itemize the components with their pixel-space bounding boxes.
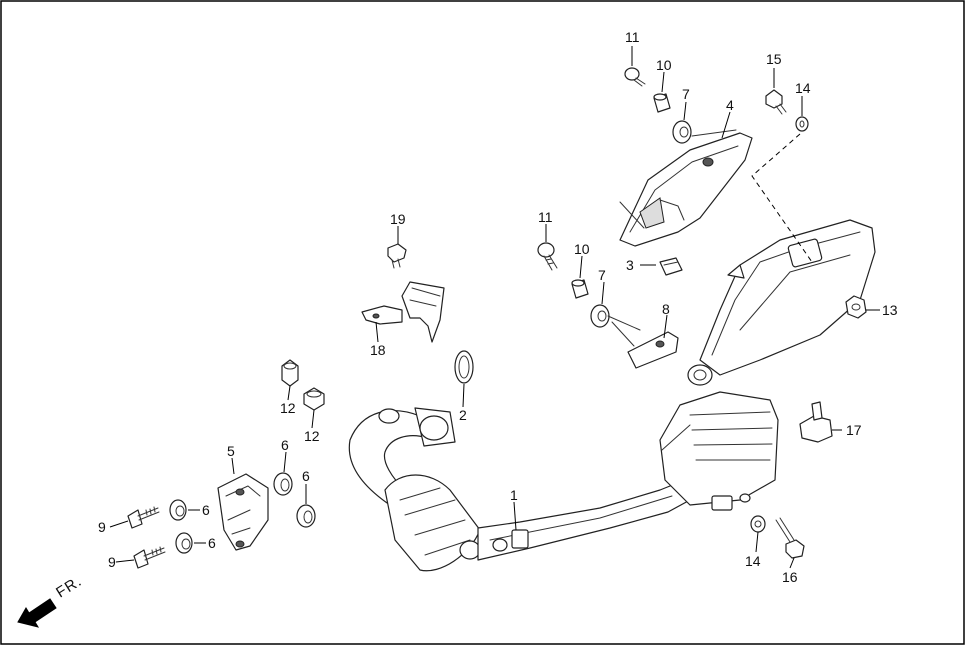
callout-6-upper-left: 6: [202, 502, 210, 518]
front-label: FR.: [53, 573, 85, 602]
callout-2: 2: [459, 407, 467, 423]
callout-14-lower: 14: [745, 553, 761, 569]
bolt-part-19: [387, 243, 407, 269]
callout-11-lower: 11: [538, 209, 553, 225]
callout-12-right: 12: [304, 428, 320, 444]
callout-14-upper: 14: [795, 80, 811, 96]
washer-part-14-b: [750, 515, 766, 533]
callout-15: 15: [766, 51, 782, 67]
callout-7-upper: 7: [682, 86, 690, 102]
callout-6-lower-left: 6: [208, 535, 216, 551]
grommet-part-6-d: [296, 504, 316, 528]
callout-8: 8: [662, 301, 670, 317]
callout-10-upper: 10: [656, 57, 672, 73]
leader-lines: [109, 46, 880, 569]
sensor-part-17: [799, 401, 833, 443]
bolt-part-15: [765, 89, 787, 115]
callout-19: 19: [390, 211, 406, 227]
callout-numbers: 11 10 7 4 15 14 11 10 7 3 8 13 19 18 2 1…: [98, 29, 898, 585]
front-arrow-icon: [17, 598, 57, 628]
bolt-part-9-b: [133, 546, 166, 569]
front-direction-indicator: FR.: [17, 573, 85, 628]
callout-1: 1: [510, 487, 518, 503]
callout-18: 18: [370, 342, 386, 358]
grommet-part-7-b: [590, 304, 610, 328]
clip-part-3: [659, 257, 683, 276]
bolt-part-9-a: [127, 506, 160, 529]
callout-7-lower: 7: [598, 267, 606, 283]
screw-part-11-b: [537, 242, 558, 271]
callout-6-lower-right: 6: [302, 468, 310, 484]
callout-3: 3: [626, 257, 634, 273]
callout-11-upper: 11: [625, 29, 640, 45]
heat-shield-part-4: [619, 132, 753, 247]
callout-16: 16: [782, 569, 798, 585]
callout-17: 17: [846, 422, 862, 438]
washer-part-14-a: [795, 116, 809, 132]
callout-4: 4: [726, 97, 734, 113]
nut-part-12-b: [303, 387, 325, 411]
nut-part-12-a: [281, 359, 299, 387]
muffler-silencer: [687, 219, 876, 386]
callout-10-lower: 10: [574, 241, 590, 257]
callout-6-upper-right: 6: [281, 437, 289, 453]
collar-part-10-a: [653, 93, 671, 113]
heat-shield-bracket-part-18: [361, 281, 445, 343]
rear-silencer-body: [659, 391, 779, 511]
assembly-line-7-4: [619, 129, 737, 229]
flange-nut-part-13: [845, 295, 867, 319]
grommet-part-6-b: [175, 532, 193, 554]
assembly-line-7-8: [607, 315, 641, 347]
exhaust-pipe-part-1: [348, 407, 691, 572]
bolt-part-16: [775, 517, 805, 559]
callout-13: 13: [882, 302, 898, 318]
assembly-line-upper: [751, 133, 813, 263]
grommet-part-6-a: [169, 499, 187, 521]
grommet-part-7-a: [672, 120, 692, 144]
screw-part-11-a: [624, 67, 646, 87]
bracket-part-8: [627, 331, 679, 369]
grommet-part-6-c: [273, 472, 293, 496]
callout-9-lower: 9: [108, 554, 116, 570]
lower-protector-part-5: [217, 473, 269, 551]
callout-5: 5: [227, 443, 235, 459]
collar-part-10-b: [571, 279, 589, 299]
callout-12-left: 12: [280, 400, 296, 416]
callout-9-upper: 9: [98, 519, 106, 535]
gasket-part-2: [454, 350, 474, 384]
